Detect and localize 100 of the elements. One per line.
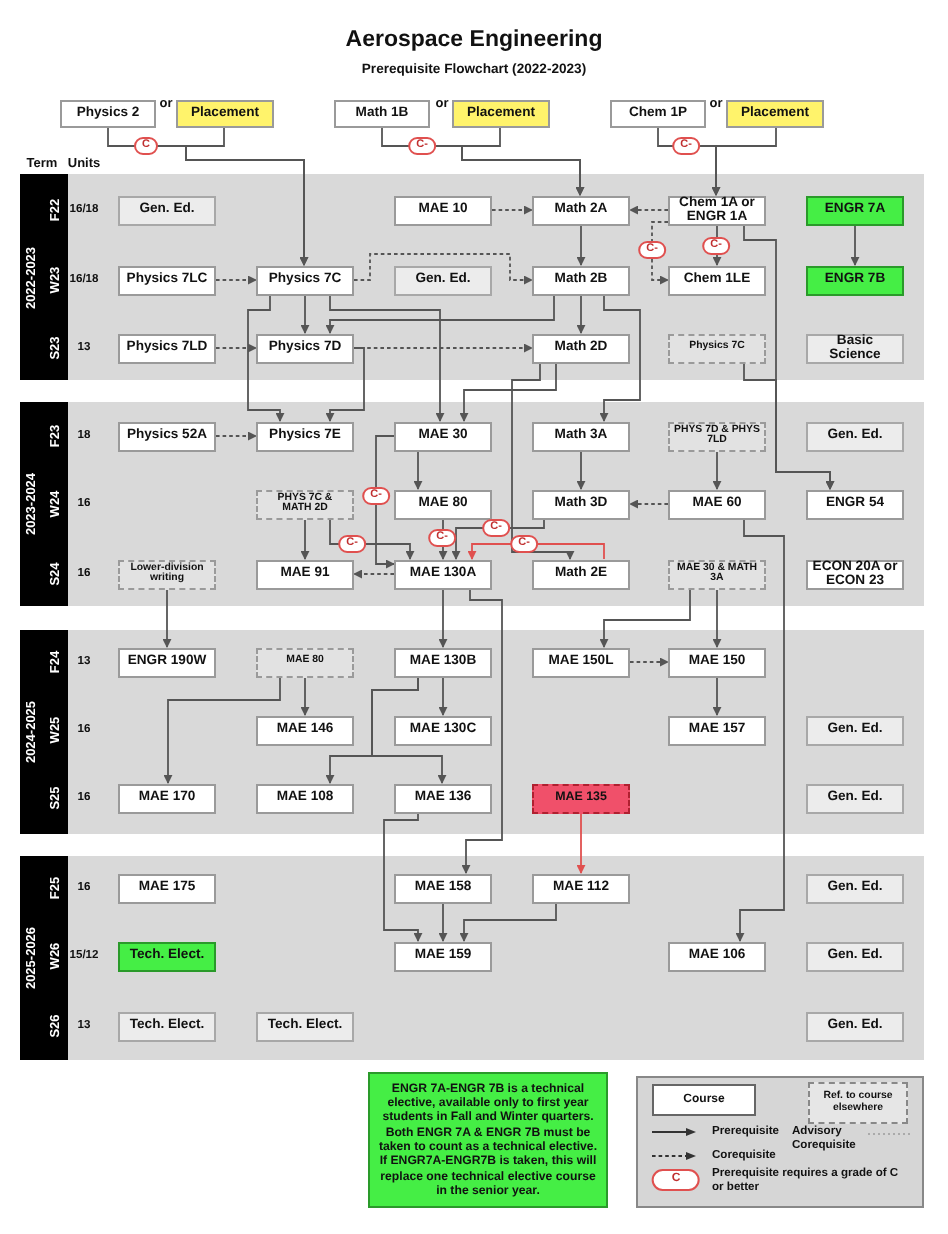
- course-box: [256, 559, 354, 589]
- elective-box: [118, 1011, 216, 1041]
- course-box: [394, 421, 492, 451]
- placement-box: [452, 100, 550, 128]
- course-box: [118, 421, 216, 451]
- arrow: [325, 347, 365, 422]
- arrow: [576, 224, 586, 266]
- arrow: [300, 676, 310, 716]
- arrow: [461, 127, 585, 196]
- arrow: [735, 518, 785, 942]
- arrow: [599, 588, 691, 648]
- arrow: [300, 518, 310, 560]
- arrow: [599, 294, 641, 422]
- course-box: [394, 195, 492, 225]
- arrow: [511, 362, 575, 560]
- arrow: [329, 294, 445, 422]
- course-box: [394, 489, 492, 519]
- arrow: [467, 543, 605, 560]
- course-box: [60, 100, 156, 128]
- arrow: [651, 221, 669, 285]
- arrow: [247, 294, 285, 422]
- arrow: [438, 902, 448, 942]
- course-box: [610, 100, 706, 128]
- arrow: [215, 431, 257, 441]
- reference-box: [668, 421, 766, 451]
- placement-box: [726, 100, 824, 128]
- course-box: [668, 715, 766, 745]
- course-box: [394, 783, 492, 813]
- course-box: [256, 783, 354, 813]
- elective-box: [806, 1011, 904, 1041]
- reference-box: [668, 333, 766, 363]
- course-box: [256, 265, 354, 295]
- elective-box: [806, 783, 904, 813]
- arrow: [438, 588, 448, 648]
- elective-box: [806, 421, 904, 451]
- course-box: [394, 873, 492, 903]
- course-box: [668, 941, 766, 971]
- arrow: [629, 499, 669, 509]
- arrow: [576, 812, 586, 874]
- highlight-box: [806, 195, 904, 225]
- arrow: [329, 518, 415, 560]
- course-box: [394, 647, 492, 677]
- arrow: [743, 362, 835, 490]
- course-box: [118, 647, 216, 677]
- arrow: [438, 676, 448, 716]
- course-box: [256, 715, 354, 745]
- course-box: [532, 873, 630, 903]
- course-box: [532, 489, 630, 519]
- arrow: [459, 902, 557, 942]
- arrow: [711, 127, 777, 196]
- course-box: [394, 559, 492, 589]
- elective-box: [256, 1011, 354, 1041]
- reference-box: [256, 647, 354, 677]
- elective-box: [806, 715, 904, 745]
- arrow: [375, 435, 395, 569]
- arrow: [413, 450, 423, 490]
- arrow: [712, 676, 722, 716]
- arrow: [353, 569, 395, 579]
- arrow: [629, 657, 669, 667]
- arrow: [712, 450, 722, 490]
- arrow: [459, 362, 557, 422]
- reference-box: [118, 559, 216, 589]
- course-box: [394, 941, 492, 971]
- course-box: [668, 489, 766, 519]
- alert-box: [532, 783, 630, 813]
- arrow: [712, 588, 722, 648]
- course-box: [118, 873, 216, 903]
- arrow: [371, 676, 447, 784]
- course-box: [668, 265, 766, 295]
- highlight-box: [806, 265, 904, 295]
- course-box: [532, 559, 630, 589]
- course-box: [334, 100, 430, 128]
- arrow: [162, 588, 172, 648]
- course-box: [118, 265, 216, 295]
- arrow: [215, 343, 257, 353]
- course-box: [118, 783, 216, 813]
- course-box: [256, 333, 354, 363]
- title: Aerospace Engineering: [343, 28, 605, 52]
- arrow: [325, 294, 555, 334]
- highlight-box: [118, 941, 216, 971]
- course-box: [532, 421, 630, 451]
- placement-box: [176, 100, 274, 128]
- arrow: [629, 205, 669, 215]
- elective-box: [806, 333, 904, 363]
- elective-box: [806, 873, 904, 903]
- course-box: [668, 195, 766, 225]
- arrow: [185, 127, 309, 266]
- arrow: [300, 294, 310, 334]
- course-box: [532, 647, 630, 677]
- course-box: [532, 333, 630, 363]
- arrow: [451, 518, 545, 560]
- reference-box: [256, 489, 354, 519]
- course-box: [532, 195, 630, 225]
- course-box: [532, 265, 630, 295]
- course-box: [394, 715, 492, 745]
- elective-box: [394, 265, 492, 295]
- course-box: [118, 333, 216, 363]
- arrow: [712, 224, 722, 266]
- arrow: [461, 588, 503, 874]
- reference-box: [668, 559, 766, 589]
